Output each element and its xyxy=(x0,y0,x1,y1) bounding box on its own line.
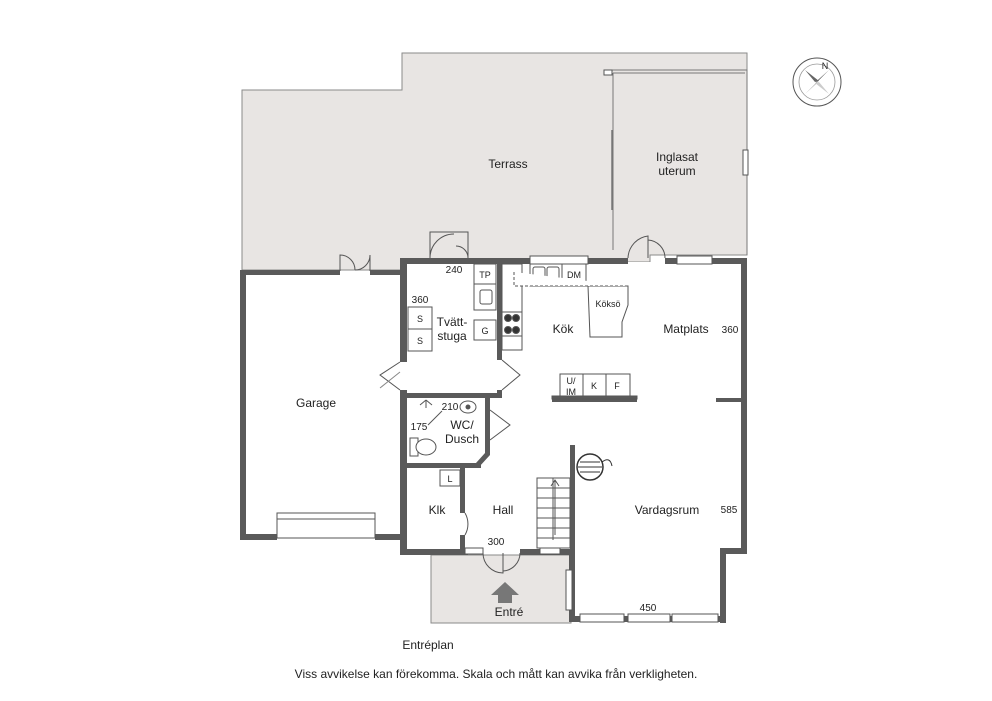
fixture-fridge: K xyxy=(591,381,597,391)
exterior-areas xyxy=(241,52,748,624)
fixture-cabinet-2: S xyxy=(417,336,423,346)
door-swings xyxy=(339,231,666,574)
label-laundry-1: Tvätt- xyxy=(437,315,468,329)
floor-name-caption: Entréplan xyxy=(402,638,454,652)
fixture-cabinet-1: S xyxy=(417,314,423,324)
compass-north-label: N xyxy=(822,61,829,71)
label-living: Vardagsrum xyxy=(635,503,699,517)
compass-icon xyxy=(792,57,842,107)
label-wc-2: Dusch xyxy=(445,432,479,446)
fixture-labels: TP S S G DM Köksö U/ IM K F L N xyxy=(417,61,828,484)
laundry-fixtures xyxy=(407,263,497,352)
wc-fixtures xyxy=(409,399,477,457)
label-wc-1: WC/ xyxy=(450,418,474,432)
dim-laundry-depth: 360 xyxy=(412,295,429,306)
label-garage: Garage xyxy=(296,396,336,410)
dim-dining-depth: 360 xyxy=(722,325,739,336)
fireplace-icon xyxy=(576,453,613,481)
room-labels: Terrass Inglasat uterum Garage Tvätt- st… xyxy=(296,150,709,619)
dim-laundry-width: 240 xyxy=(446,265,463,276)
label-entrance: Entré xyxy=(495,605,524,619)
label-glazed-room-1: Inglasat xyxy=(656,150,699,164)
walls xyxy=(240,258,747,623)
kitchen-fixtures xyxy=(501,263,638,400)
label-dining: Matplats xyxy=(663,322,708,336)
fixture-kitchen-island: Köksö xyxy=(595,299,620,309)
dim-wc-width: 210 xyxy=(442,402,459,413)
dimension-labels: 240 360 360 210 175 300 585 450 xyxy=(411,265,739,614)
staircase xyxy=(536,477,571,549)
windows xyxy=(276,69,749,623)
dim-living-depth: 585 xyxy=(721,505,738,516)
fixture-gas-hob: G xyxy=(481,326,488,336)
fixture-tumble-dryer: TP xyxy=(479,270,491,280)
label-laundry-2: stuga xyxy=(437,329,467,343)
fixture-oven-1: U/ xyxy=(567,376,576,386)
label-kitchen: Kök xyxy=(553,322,575,336)
dim-hall-width: 300 xyxy=(488,537,505,548)
entrance-arrow-icon xyxy=(491,582,519,603)
dim-living-width: 450 xyxy=(640,603,657,614)
dim-wc-depth: 175 xyxy=(411,422,428,433)
label-terrace: Terrass xyxy=(488,157,527,171)
label-hall: Hall xyxy=(493,503,514,517)
label-glazed-room-2: uterum xyxy=(658,164,695,178)
fixture-dishwasher: DM xyxy=(567,270,581,280)
fixture-closet-linen: L xyxy=(447,474,452,484)
fixture-oven-2: IM xyxy=(566,387,576,397)
closet-shelf xyxy=(439,469,461,487)
label-closet: Klk xyxy=(429,503,447,517)
glazed-room xyxy=(610,69,748,255)
fixture-freezer: F xyxy=(614,381,620,391)
disclaimer-caption: Viss avvikelse kan förekomma. Skala och … xyxy=(294,667,698,681)
